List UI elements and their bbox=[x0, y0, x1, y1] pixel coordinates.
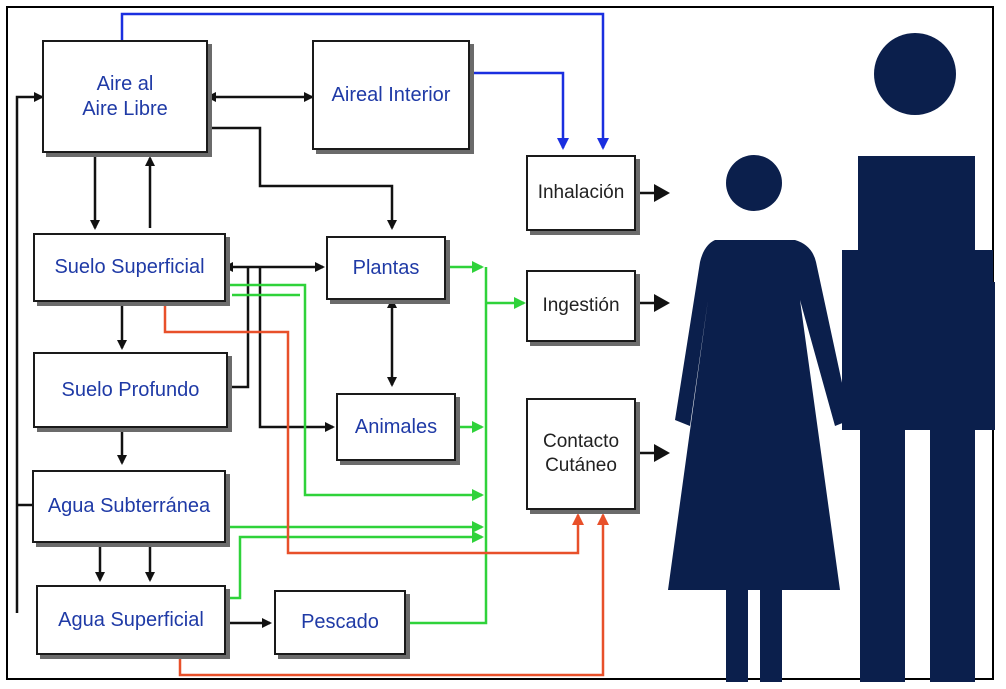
node-animales: Animales bbox=[336, 393, 456, 461]
node-contacto-cutaneo: Contacto Cutáneo bbox=[526, 398, 636, 510]
aire-interior-to-inhalacion-arrow bbox=[470, 71, 569, 150]
node-suelo-superficial: Suelo Superficial bbox=[33, 233, 226, 302]
suelo-red-path bbox=[163, 302, 584, 555]
agua-sup-red-path bbox=[178, 513, 609, 677]
blue-connectors bbox=[120, 12, 609, 150]
woman-figure-icon bbox=[668, 155, 850, 682]
node-suelo-profundo: Suelo Profundo bbox=[33, 352, 228, 428]
aire-to-plantas-arrow bbox=[208, 126, 397, 230]
profundo-to-suelo-line bbox=[228, 267, 250, 389]
pescado-green-path bbox=[406, 267, 488, 625]
suelo-to-animales-arrow bbox=[258, 267, 335, 432]
agua-sup-green-path bbox=[226, 531, 484, 600]
node-agua-superficial: Agua Superficial bbox=[36, 585, 226, 655]
node-aire-libre: Aire al Aire Libre bbox=[42, 40, 208, 153]
node-plantas: Plantas bbox=[326, 236, 446, 300]
node-inhalacion: Inhalación bbox=[526, 155, 636, 231]
node-agua-subterranea: Agua Subterránea bbox=[32, 470, 226, 543]
node-pescado: Pescado bbox=[274, 590, 406, 655]
suelo-green-path bbox=[226, 283, 484, 501]
green-connectors bbox=[226, 261, 526, 625]
left-loop-to-aire-arrow bbox=[15, 92, 44, 613]
red-connectors bbox=[163, 302, 609, 677]
man-figure-icon bbox=[842, 33, 995, 682]
aire-libre-to-inhalacion-arrow bbox=[120, 12, 609, 150]
node-ingestion: Ingestión bbox=[526, 270, 636, 342]
black-connectors bbox=[15, 92, 670, 628]
node-aire-interior: Aireal Interior bbox=[312, 40, 470, 150]
